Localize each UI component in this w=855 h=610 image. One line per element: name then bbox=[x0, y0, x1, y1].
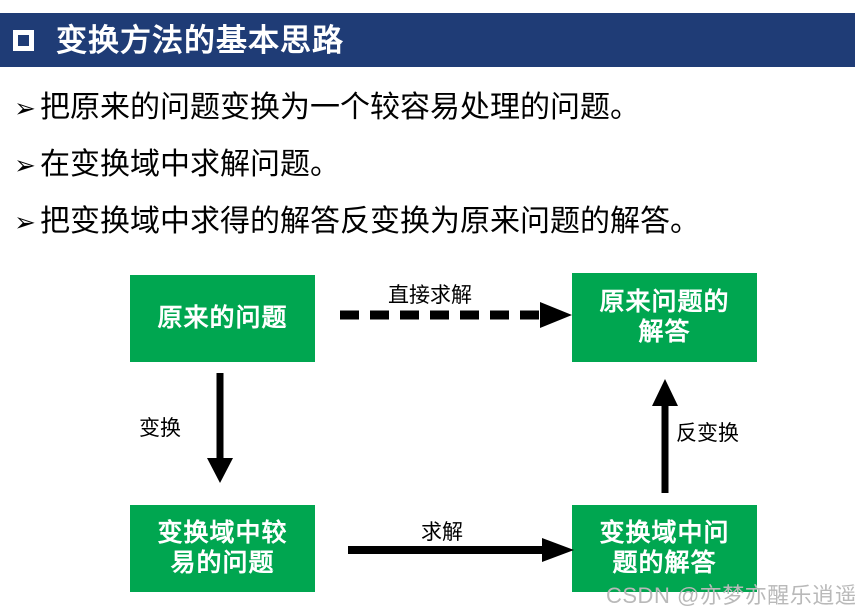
diagram-node-label: 原来的问题 bbox=[157, 303, 288, 332]
diagram-arrow-label-direct-solve: 直接求解 bbox=[388, 284, 472, 307]
list-item-label: 在变换域中求解问题。 bbox=[40, 148, 340, 181]
diagram-arrow-label-solve: 求解 bbox=[421, 521, 463, 544]
list-item-label: 把原来的问题变换为一个较容易处理的问题。 bbox=[40, 91, 640, 124]
page-title: 变换方法的基本思路 bbox=[56, 22, 344, 58]
diagram-arrow-inverse-transform bbox=[652, 379, 678, 493]
diagram-node-label: 原来问题的 解答 bbox=[599, 288, 729, 347]
diagram-node-label-line2: 解答 bbox=[638, 317, 691, 346]
diagram-node-label-line1: 变换域中较 bbox=[157, 519, 288, 547]
diagram-arrow-label-transform: 变换 bbox=[139, 417, 181, 440]
arrow-bullet-icon: ➢ bbox=[14, 150, 36, 180]
diagram-node-original-answer: 原来问题的 解答 bbox=[572, 273, 757, 362]
slide-title-bar: 变换方法的基本思路 bbox=[0, 13, 855, 67]
list-item: ➢ 在变换域中求解问题。 bbox=[0, 145, 855, 202]
diagram-arrow-direct-solve bbox=[340, 302, 572, 328]
diagram-node-label: 变换域中较 易的问题 bbox=[157, 519, 287, 578]
hollow-square-icon bbox=[13, 29, 34, 51]
diagram-node-transform-problem: 变换域中较 易的问题 bbox=[130, 505, 315, 592]
diagram-node-original-problem: 原来的问题 bbox=[130, 275, 315, 362]
diagram-node-label-line1: 变换域中问 bbox=[599, 519, 730, 547]
diagram-node-label-line1: 原来问题的 bbox=[599, 288, 730, 316]
diagram-node-label-line2: 易的问题 bbox=[170, 548, 275, 577]
diagram-arrow-transform bbox=[207, 373, 233, 483]
list-item: ➢ 把变换域中求得的解答反变换为原来问题的解答。 bbox=[0, 202, 855, 259]
arrow-bullet-icon: ➢ bbox=[14, 93, 36, 123]
list-item-label: 把变换域中求得的解答反变换为原来问题的解答。 bbox=[40, 205, 700, 238]
diagram-arrow-label-inverse-transform: 反变换 bbox=[676, 422, 739, 445]
diagram-node-label-line2: 题的解答 bbox=[612, 548, 717, 577]
csdn-watermark: CSDN @亦梦亦醒乐逍遥 bbox=[606, 583, 855, 608]
diagram-arrow-solve bbox=[348, 538, 574, 562]
diagram-node-label: 变换域中问 题的解答 bbox=[599, 519, 729, 578]
list-item: ➢ 把原来的问题变换为一个较容易处理的问题。 bbox=[0, 88, 855, 145]
arrow-bullet-icon: ➢ bbox=[14, 207, 36, 237]
bullet-list: ➢ 把原来的问题变换为一个较容易处理的问题。 ➢ 在变换域中求解问题。 ➢ 把变… bbox=[0, 88, 855, 259]
diagram-node-transform-answer: 变换域中问 题的解答 bbox=[572, 505, 757, 592]
